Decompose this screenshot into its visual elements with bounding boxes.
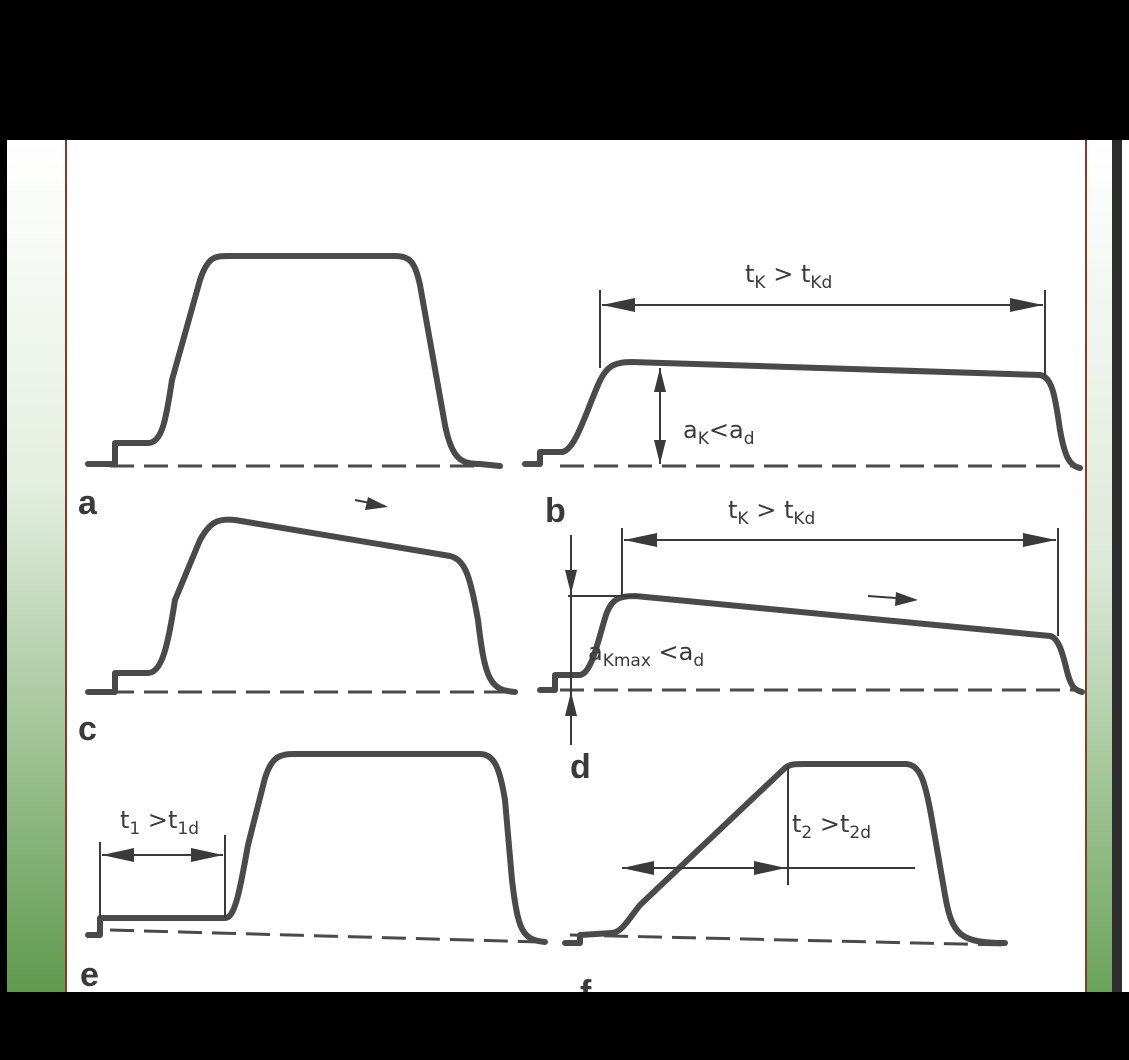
panel-f-arrowhead-right: [754, 861, 786, 875]
panel-d-amp-arrowhead-bottom: [565, 692, 577, 716]
panel-d-amp-arrowhead-top: [565, 570, 577, 594]
panel-b-amp-arrowhead-top: [654, 368, 666, 392]
panel-f-curve: [562, 761, 1008, 946]
panel-d: tK > tKd aKmax <ad d: [537, 496, 1085, 786]
panel-d-direction-arrowhead: [895, 592, 918, 606]
panel-e: t1 >t1d e: [80, 751, 548, 994]
panel-e-letter: e: [80, 956, 99, 994]
panel-e-arrowhead-right: [191, 848, 223, 862]
panel-b-arrowhead-left: [602, 298, 635, 312]
panel-c: c: [78, 497, 518, 748]
panel-f-arrowhead-left: [622, 861, 654, 875]
left-green-margin: [7, 140, 65, 992]
right-edge-strip: [1112, 140, 1122, 992]
panel-a-letter: a: [78, 484, 98, 522]
panel-b-curve: [522, 359, 1083, 471]
panel-a-curve: [85, 253, 503, 469]
panel-d-arrowhead-left: [624, 533, 657, 547]
panel-b-amp-arrowhead-bottom: [654, 440, 666, 464]
panel-b-letter: b: [545, 492, 566, 530]
figure-paper: [65, 140, 1087, 992]
panel-a: a: [78, 253, 503, 522]
bottom-black-bar: [0, 992, 1129, 1060]
panel-b-amplitude-label: aK<ad: [683, 416, 755, 449]
panel-e-baseline: [109, 928, 541, 944]
panel-b-arrowhead-right: [1010, 298, 1043, 312]
panel-c-letter: c: [78, 710, 97, 748]
panel-d-duration-label: tK > tKd: [728, 496, 815, 529]
panel-c-arrowhead: [365, 497, 388, 510]
panel-e-curve: [85, 751, 548, 945]
panel-e-arrowhead-left: [102, 848, 134, 862]
panel-d-letter: d: [570, 748, 591, 786]
panel-f-baseline: [569, 933, 1006, 947]
panel-c-curve: [85, 516, 518, 695]
panel-e-duration-label: t1 >t1d: [120, 806, 199, 839]
panel-d-arrowhead-right: [1023, 533, 1056, 547]
panel-b: tK > tKd aK<ad b: [522, 260, 1083, 530]
